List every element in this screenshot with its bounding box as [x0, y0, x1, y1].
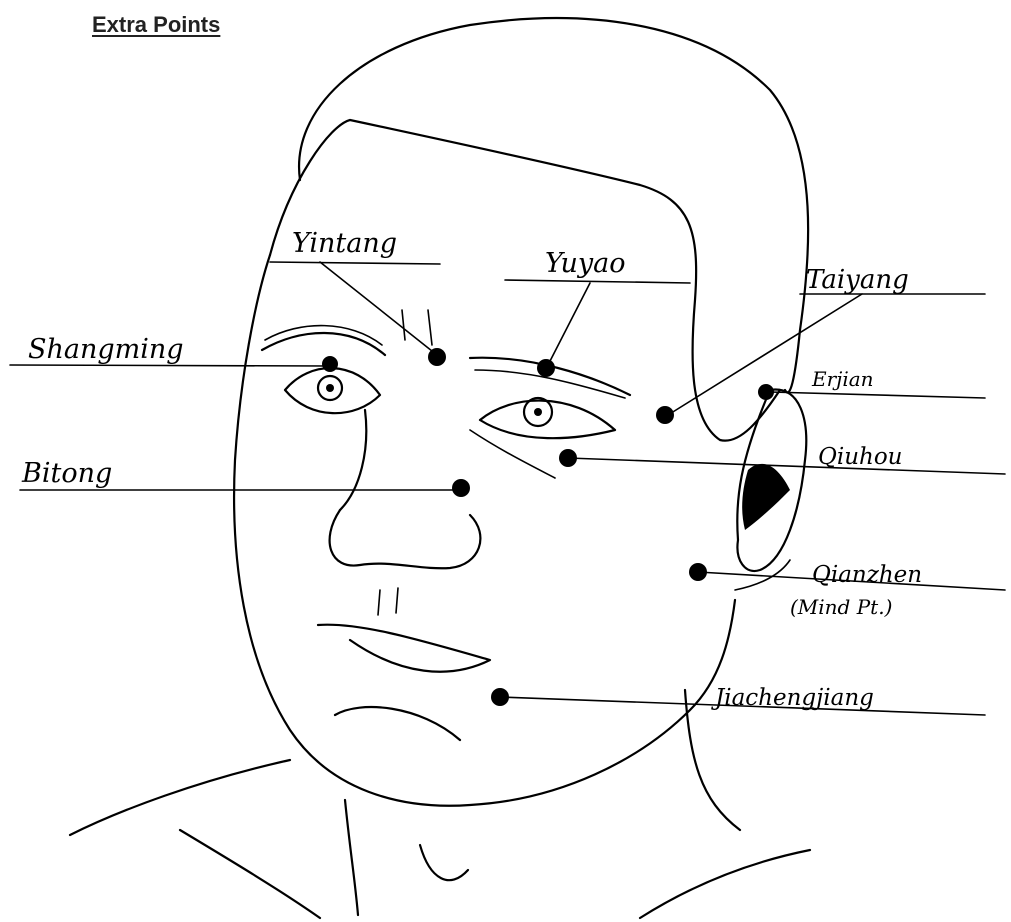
leader-erjian [770, 392, 985, 398]
leader-yuyao [505, 280, 690, 283]
philtrum [378, 588, 398, 615]
leader-yintang [270, 262, 440, 264]
neck-right [685, 690, 740, 830]
leader-qiuhou [568, 458, 1005, 474]
label-erjian: Erjian [811, 367, 874, 391]
nose [330, 510, 481, 568]
point-shangming [322, 356, 338, 372]
arrow-yintang [320, 262, 437, 355]
collar-right [640, 850, 810, 918]
label-qianzhen-note: (Mind Pt.) [790, 595, 892, 619]
neck-left [345, 800, 358, 915]
pointer-lines [10, 262, 1005, 715]
head-drawing [70, 18, 810, 918]
label-bitong: Bitong [21, 458, 112, 489]
point-erjian [758, 384, 774, 400]
mouth [318, 625, 490, 672]
label-yintang: Yintang [292, 228, 397, 259]
pupil-left [534, 408, 542, 416]
point-bitong [452, 479, 470, 497]
label-jiachengjiang: Jiachengjiang [711, 685, 874, 711]
point-qiuhou [559, 449, 577, 467]
point-labels: Yintang Yuyao Taiyang Shangming Erjian Q… [21, 228, 922, 711]
hair-outline [299, 18, 808, 392]
pupil-right [326, 384, 334, 392]
collar-left [180, 830, 320, 918]
face-outline [234, 255, 735, 806]
label-taiyang: Taiyang [806, 265, 909, 295]
label-qianzhen: Qianzhen [812, 562, 922, 588]
label-yuyao: Yuyao [545, 248, 625, 279]
point-jiachengjiang [491, 688, 509, 706]
point-yuyao [537, 359, 555, 377]
label-shangming: Shangming [28, 334, 184, 365]
point-taiyang [656, 406, 674, 424]
eye-left [480, 401, 615, 439]
label-qiuhou: Qiuhou [818, 444, 903, 470]
eyebrow-right [262, 333, 385, 355]
point-yintang [428, 348, 446, 366]
nose-bridge [340, 410, 366, 510]
chin-crease [335, 707, 460, 740]
shoulder-left [70, 760, 290, 835]
chin-dimple [420, 845, 468, 880]
arrow-yuyao [548, 283, 590, 365]
leader-shangming [10, 365, 330, 366]
ear-canal [742, 464, 790, 530]
point-qianzhen [689, 563, 707, 581]
